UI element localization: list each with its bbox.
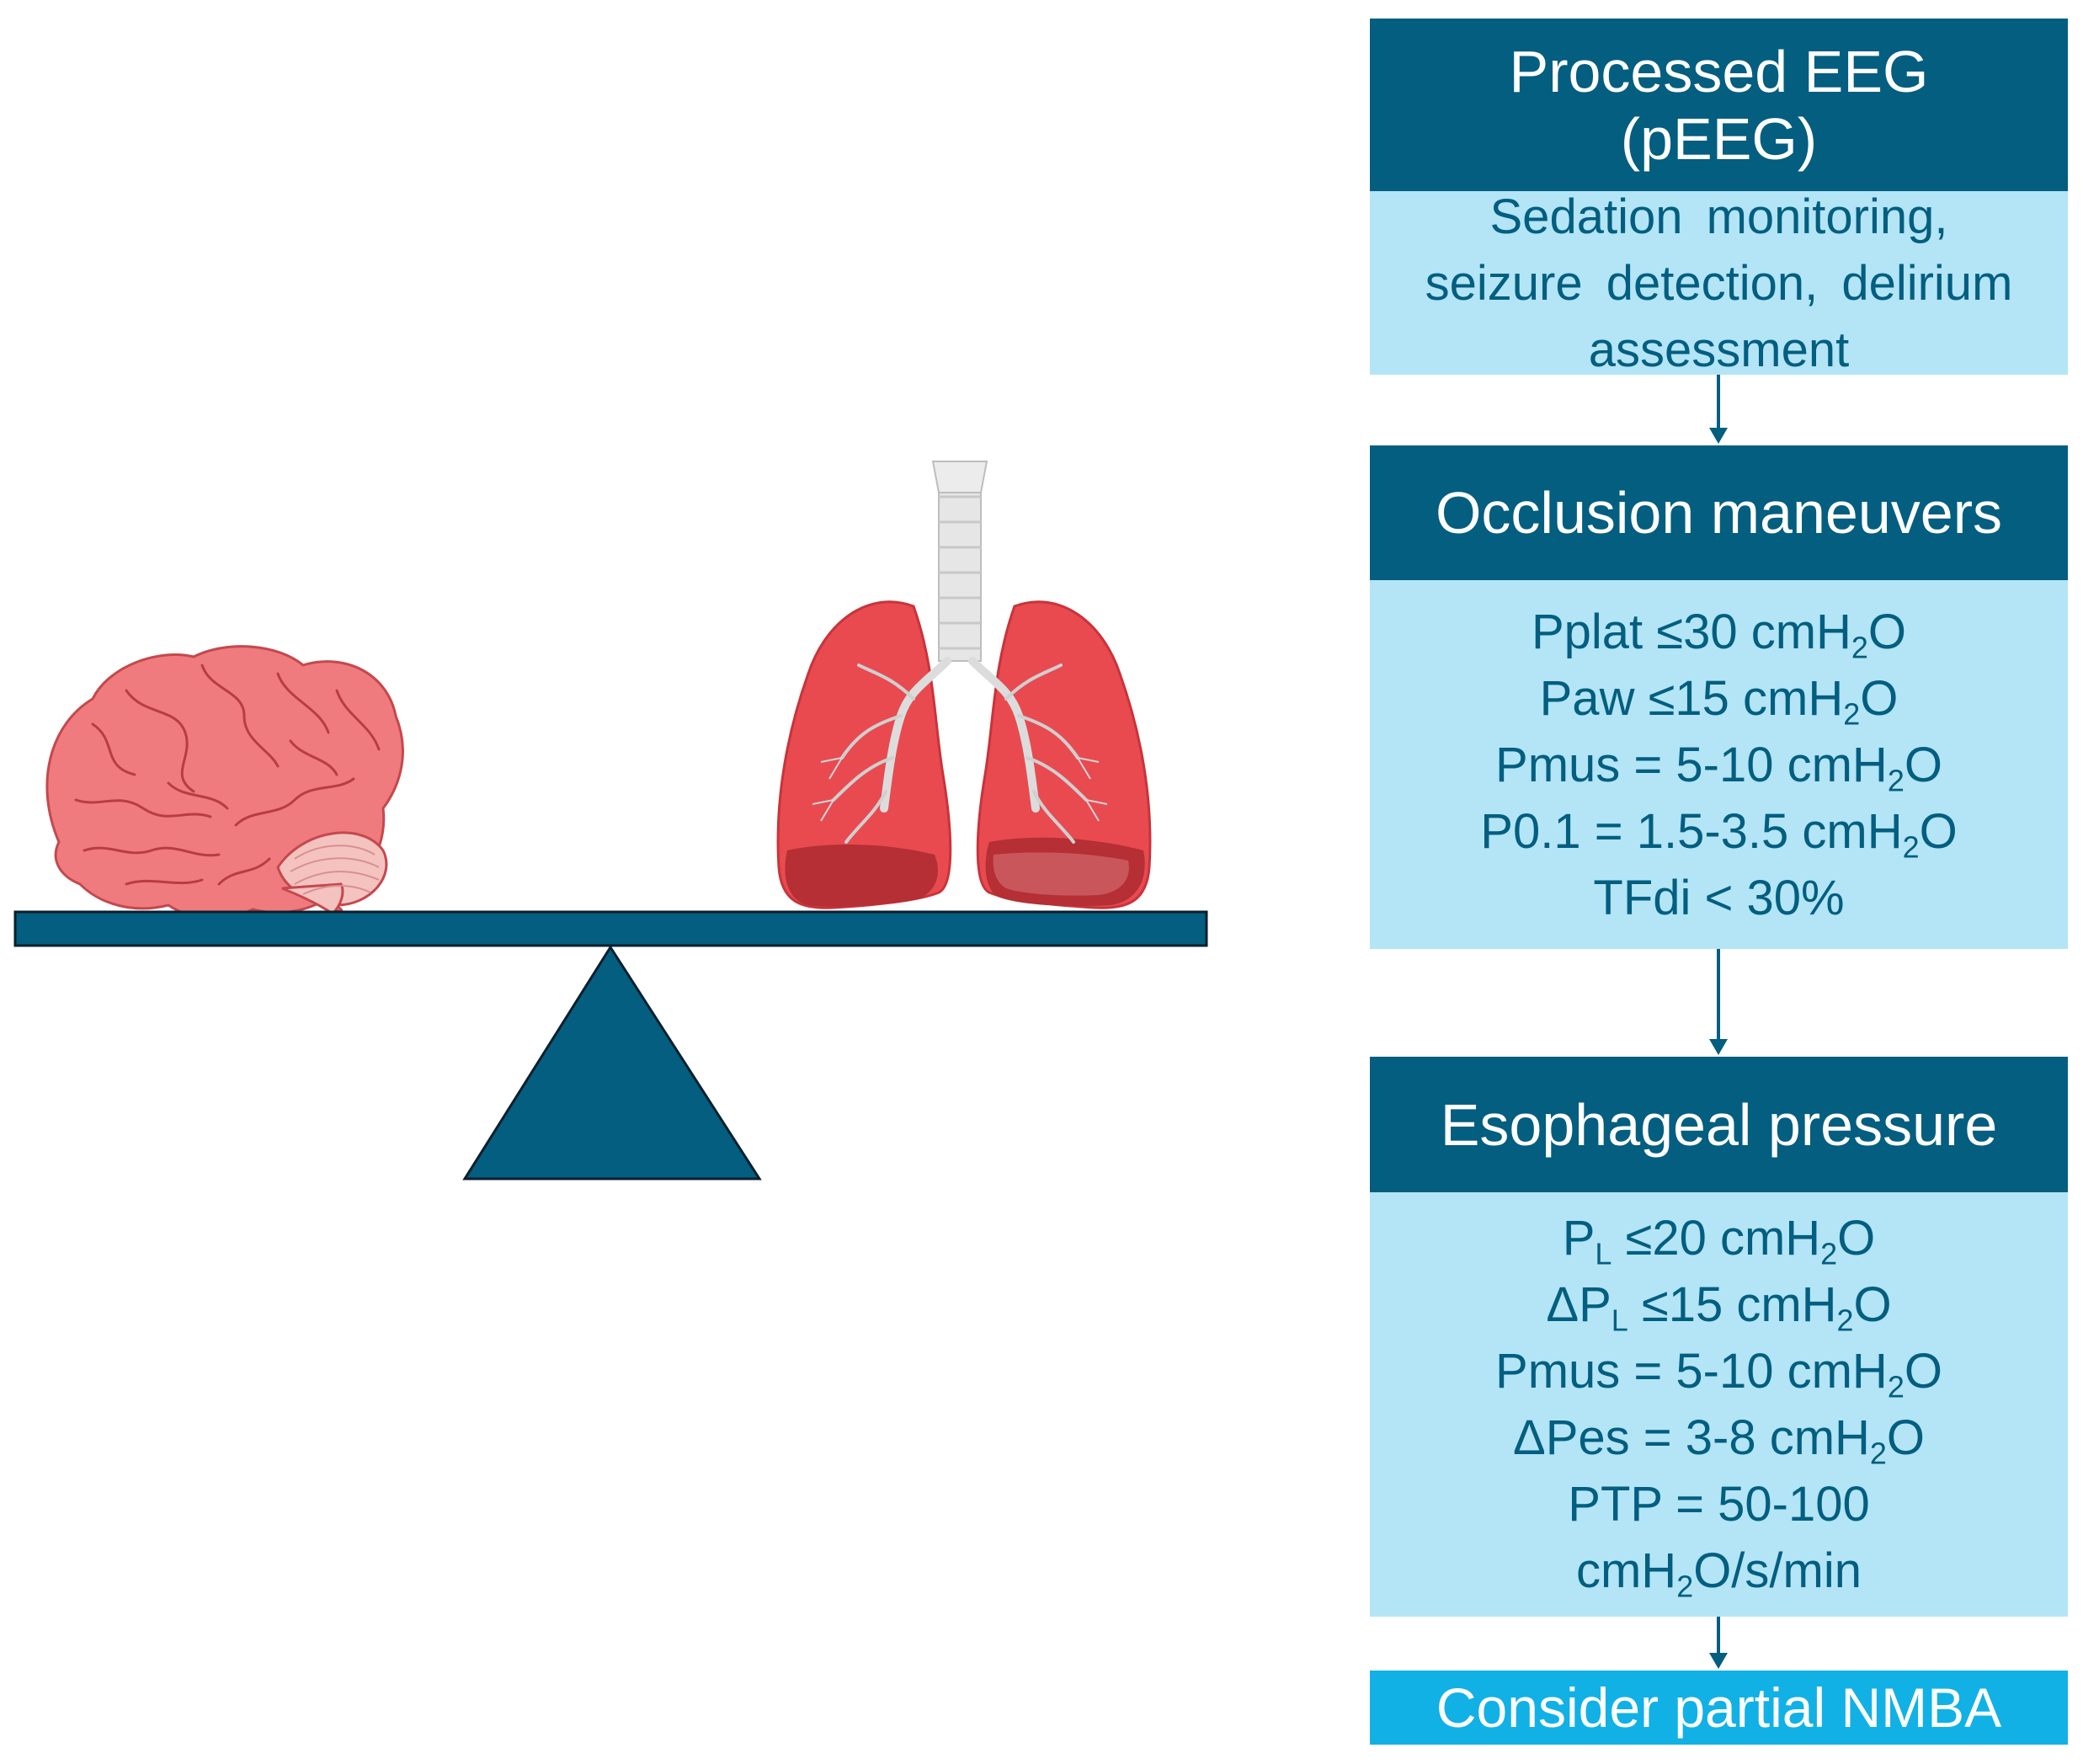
esophageal-item: Pmus = 5-10 cmH2O	[1495, 1344, 1942, 1404]
peeg-desc-line3: assessment	[1588, 322, 1850, 377]
seesaw-icon	[13, 910, 1208, 1180]
occlusion-header: Occlusion maneuvers	[1370, 445, 2068, 580]
esophageal-item: PTP = 50-100	[1568, 1477, 1870, 1532]
esophageal-title: Esophageal pressure	[1440, 1091, 1998, 1158]
occlusion-body: Pplat ≤30 cmH2O Paw ≤15 cmH2O Pmus = 5-1…	[1370, 580, 2068, 949]
lungs-icon	[776, 461, 1152, 909]
occlusion-item: Pplat ≤30 cmH2O	[1531, 604, 1907, 664]
final-recommendation: Consider partial NMBA	[1370, 1671, 2068, 1745]
esophageal-item: PL ≤20 cmH2O	[1562, 1211, 1876, 1271]
esophageal-header: Esophageal pressure	[1370, 1057, 2068, 1192]
brain-icon	[45, 645, 404, 920]
occlusion-item: Pmus = 5-10 cmH2O	[1495, 737, 1942, 797]
esophageal-item: ΔPes = 3-8 cmH2O	[1512, 1410, 1926, 1471]
occlusion-item: P0.1 = 1.5-3.5 cmH2O	[1480, 803, 1958, 864]
peeg-desc-line1: Sedation monitoring,	[1489, 189, 1948, 244]
esophageal-item: ΔPL ≤15 cmH2O	[1546, 1277, 1892, 1338]
peeg-title-line1: Processed EEG	[1509, 38, 1929, 104]
esophageal-item: cmH2O/s/min	[1575, 1543, 1862, 1604]
occlusion-title: Occlusion maneuvers	[1435, 480, 2003, 546]
balance-illustration	[13, 461, 1208, 1180]
occlusion-item: Paw ≤15 cmH2O	[1539, 670, 1899, 731]
peeg-header: Processed EEG (pEEG)	[1370, 19, 2068, 191]
esophageal-body: PL ≤20 cmH2O ΔPL ≤15 cmH2O Pmus = 5-10 c…	[1370, 1192, 2068, 1617]
occlusion-item: TFdi < 30%	[1593, 870, 1845, 925]
peeg-desc-line2: seizure detection, delirium	[1425, 255, 2013, 311]
final-label: Consider partial NMBA	[1436, 1676, 2002, 1739]
peeg-body: Sedation monitoring, seizure detection, …	[1370, 189, 2068, 377]
peeg-title-line2: (pEEG)	[1620, 105, 1818, 172]
